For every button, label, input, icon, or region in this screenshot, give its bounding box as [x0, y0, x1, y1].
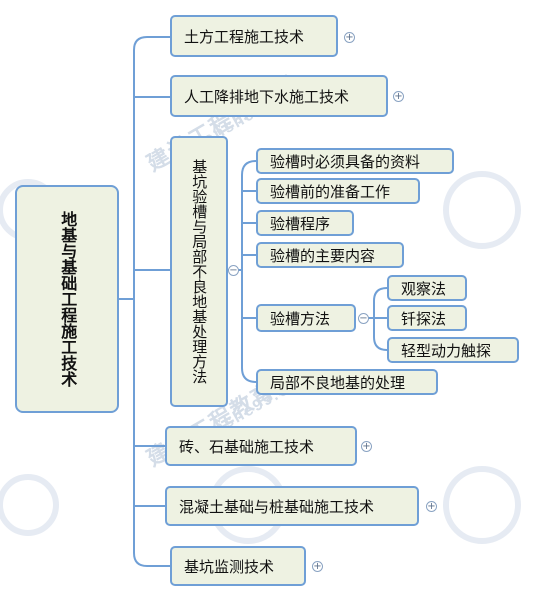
method-light-dynamic-penetration[interactable]: 轻型动力触探 [387, 337, 519, 363]
expand-toggle-icon[interactable]: + [361, 441, 372, 452]
expand-toggle-icon[interactable]: + [312, 561, 323, 572]
collapse-toggle-icon[interactable]: − [228, 265, 239, 276]
branch-concrete-pile-foundation[interactable]: 混凝土基础与桩基础施工技术 [165, 486, 419, 526]
method-probing[interactable]: 钎探法 [387, 305, 467, 331]
branch-dewatering[interactable]: 人工降排地下水施工技术 [170, 75, 388, 117]
expand-toggle-icon[interactable]: + [344, 32, 355, 43]
branch-masonry-foundation[interactable]: 砖、石基础施工技术 [165, 426, 357, 466]
child-procedure[interactable]: 验槽程序 [256, 210, 354, 236]
child-preparation[interactable]: 验槽前的准备工作 [256, 178, 420, 204]
child-poor-soil-treatment[interactable]: 局部不良地基的处理 [256, 369, 438, 395]
branch-pit-monitoring[interactable]: 基坑监测技术 [170, 546, 306, 586]
branch-earthwork[interactable]: 土方工程施工技术 [170, 15, 338, 57]
expand-toggle-icon[interactable]: + [393, 91, 404, 102]
child-inspection-methods[interactable]: 验槽方法 [256, 304, 356, 332]
root-node[interactable]: 地基与基础工程施工技术 [15, 185, 119, 413]
collapse-toggle-icon[interactable]: − [358, 313, 369, 324]
method-observation[interactable]: 观察法 [387, 275, 467, 301]
expand-toggle-icon[interactable]: + [426, 501, 437, 512]
child-main-content[interactable]: 验槽的主要内容 [256, 242, 404, 268]
branch-pit-inspection[interactable]: 基坑验槽与局部不良地基处理方法 [170, 136, 228, 407]
child-required-documents[interactable]: 验槽时必须具备的资料 [256, 148, 454, 174]
